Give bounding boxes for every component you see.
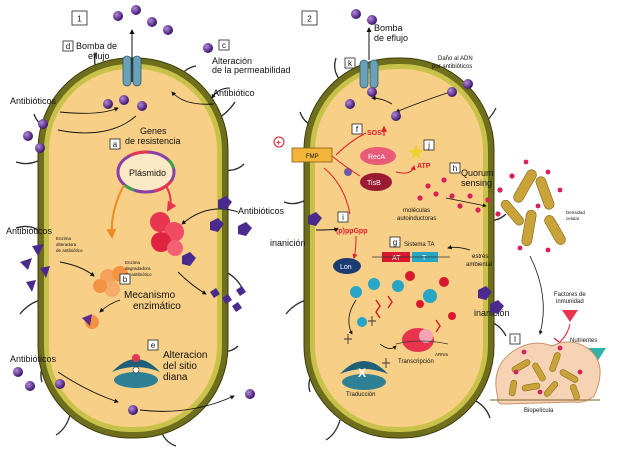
ribosome-target-1: [112, 354, 160, 388]
efflux-pump-2-label-1: Bomba: [374, 23, 403, 33]
ta-system-label: Sistema TA: [404, 242, 434, 248]
immunity-label-2: inmunidad: [556, 299, 584, 305]
target-label-3: diana: [163, 372, 188, 383]
degrading-enzyme: [150, 212, 184, 256]
altering-enzyme: [93, 266, 128, 297]
degrading-enzyme-label-3: de antibiótico: [125, 272, 152, 277]
inanicion-label-left: inanición: [270, 238, 306, 248]
stress-label-2: ambiental: [466, 262, 492, 268]
immunity-factor-icon: [562, 310, 578, 322]
fmp-box: [291, 147, 333, 163]
enzymatic-label-2: enzimático: [133, 301, 181, 312]
ppgpp-label: (p)ppGpp: [336, 228, 368, 235]
efflux-pump-1: [122, 29, 142, 87]
efflux-pump-2: [359, 27, 379, 89]
resistance-genes-label-2: de resistencia: [125, 136, 181, 146]
cell-density-label-2: celular: [566, 216, 580, 221]
transcription-label: Transcripción: [398, 359, 434, 365]
immunity-label-1: Factores de: [554, 292, 586, 298]
antibiotic-label-right: Antibiótico: [213, 88, 255, 98]
altering-enzyme-label-2: alteradora: [56, 242, 77, 247]
panel-2-number: 2: [307, 15, 312, 24]
label-c: c: [222, 41, 226, 50]
degrading-enzyme-label-1: Enzima: [125, 260, 141, 265]
label-i: i: [342, 213, 344, 222]
ribosome-2: [340, 361, 388, 390]
sos-label: SOS: [367, 130, 382, 137]
cell-density-bacteria: [500, 169, 566, 247]
reca: [360, 147, 396, 165]
altering-enzyme-label-3: de antibiótico: [56, 248, 83, 253]
cell-density-label-1: Densidad: [566, 210, 586, 215]
nutrients-label: Nutrientes: [570, 338, 597, 344]
atp-label: ATP: [417, 163, 431, 170]
efflux-pump-label-2: eflujo: [88, 51, 110, 61]
label-j: j: [427, 141, 430, 150]
degrading-enzyme-label-2: degradadora: [125, 266, 151, 271]
trna: [344, 316, 390, 368]
antibiotics-label-bottom: Antibióticos: [10, 354, 57, 364]
autoinducers-label-1: moléculas: [403, 208, 430, 214]
modified-antibiotic: [82, 314, 99, 329]
stress-label-1: estrés: [472, 254, 488, 260]
antibiotic-molecules-1: [13, 5, 255, 415]
at-label: AT: [392, 255, 401, 262]
arnm-label: ARNm: [435, 352, 449, 357]
antibiotic-molecules-2: [308, 9, 504, 314]
efflux-pump-label-1: Bomba de: [76, 41, 117, 51]
antibiotics-label-mid: Antibióticos: [6, 226, 53, 236]
nutrient-icon: [588, 348, 606, 362]
rna-polymerase: [395, 328, 449, 352]
label-d: d: [66, 42, 70, 51]
biofilm: [490, 341, 601, 405]
tisb-label: TisB: [367, 180, 381, 187]
target-label-1: Alteracion: [163, 350, 207, 361]
antibiotics-label-right: Antibióticos: [238, 206, 285, 216]
permeability-label-2: de la permeabilidad: [212, 65, 291, 75]
lon-label: Lon: [340, 264, 352, 271]
label-g: g: [393, 238, 397, 247]
panel-2: 2 Bomba de eflujo k Daño al ADN por anti…: [270, 10, 510, 441]
target-label-2: del sitio: [163, 361, 197, 372]
plasmid: [116, 150, 176, 194]
reca-label: RecA: [368, 154, 385, 161]
label-e: e: [151, 341, 156, 350]
label-k: k: [348, 59, 353, 68]
resistance-genes-label-1: Genes: [140, 126, 167, 136]
panel-1: 1 d Bomba de eflujo c Alteración de la p…: [6, 10, 291, 447]
dna-damage-label-1: Daño al ADN: [438, 56, 473, 62]
enzymatic-label-1: Mecanismo: [124, 290, 176, 301]
fmp-label: FMP: [306, 154, 319, 160]
panel-1-number-box: [71, 10, 88, 26]
permeability-label-1: Alteración: [212, 56, 252, 66]
quorum-label-1: Quorum: [461, 168, 494, 178]
efflux-pump-2-label-2: de eflujo: [374, 33, 408, 43]
translation-blocked-icon: X: [358, 366, 366, 380]
label-a: a: [113, 140, 118, 149]
label-h: h: [453, 164, 457, 173]
label-l: l: [514, 335, 516, 344]
dna-damage-label-2: por antibióticos: [432, 64, 472, 70]
altering-enzyme-label-1: Enzima: [56, 236, 72, 241]
biofilm-label: Biopelícula: [524, 408, 554, 414]
label-b: b: [123, 275, 128, 284]
autoinducers-label-2: autoinductoras: [397, 216, 436, 222]
translation-label: Traducción: [346, 392, 375, 398]
panel-1-number: 1: [77, 15, 82, 24]
plus-icon: +: [276, 138, 281, 147]
tisb: [360, 173, 392, 191]
label-f: f: [356, 125, 359, 134]
plasmid-label: Plásmido: [129, 168, 166, 178]
t-label: T: [422, 255, 427, 262]
autoinducer-molecules: [417, 173, 515, 217]
antibiotics-label-top: Antibióticos: [10, 96, 57, 106]
lon-protease: [333, 258, 361, 274]
star-icon: [408, 144, 424, 160]
quorum-label-2: sensing: [461, 178, 492, 188]
inanicion-label-right: inanición: [474, 308, 510, 318]
ta-molecules: [350, 271, 456, 333]
